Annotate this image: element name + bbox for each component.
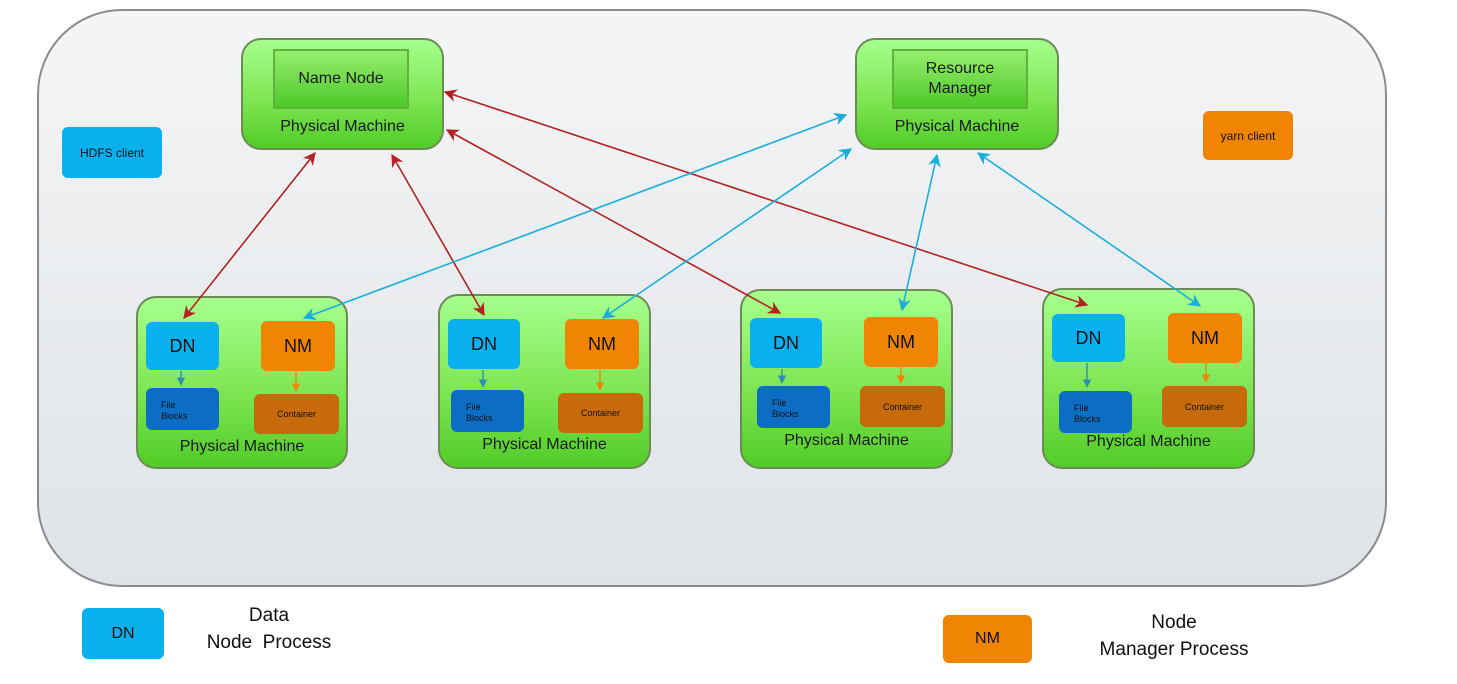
worker-machine-label: Physical Machine xyxy=(482,436,607,453)
file-blocks-label: File Blocks xyxy=(772,398,799,419)
rm-nm1-link xyxy=(302,113,848,320)
legend-dn-swatch-label: DN xyxy=(111,624,135,642)
legend-dn-description: Data Node Process xyxy=(206,605,332,653)
dn-label: DN xyxy=(773,332,799,353)
container[interactable]: Container xyxy=(254,394,339,434)
namenode-dn4-link xyxy=(443,89,1089,308)
worker-machine-2[interactable]: DN NM File Blocks Container Physical Mac… xyxy=(438,294,651,469)
file-blocks[interactable]: File Blocks xyxy=(146,388,219,430)
file-blocks-label: File Blocks xyxy=(161,400,188,421)
node-manager-process[interactable]: NM xyxy=(1168,313,1242,363)
file-blocks[interactable]: File Blocks xyxy=(757,386,830,428)
worker-machine-label: Physical Machine xyxy=(1086,433,1211,450)
rm-nm4-link xyxy=(976,152,1202,307)
legend-nm-swatch-label: NM xyxy=(975,630,1000,647)
yarn-client-label: yarn client xyxy=(1220,128,1276,143)
data-node-process[interactable]: DN xyxy=(1052,314,1125,362)
file-blocks-label: File Blocks xyxy=(1074,403,1101,424)
data-node-process[interactable]: DN xyxy=(146,322,219,370)
container[interactable]: Container xyxy=(1162,386,1247,427)
worker-machine-label: Physical Machine xyxy=(784,432,909,449)
container-label: Container xyxy=(1184,401,1225,412)
namenode-dn1-link xyxy=(183,151,316,320)
container[interactable]: Container xyxy=(860,386,945,427)
rm-nm3-link xyxy=(898,153,941,312)
container-label: Container xyxy=(580,408,621,418)
dn-label: DN xyxy=(471,333,497,354)
nm-label: NM xyxy=(284,335,312,356)
nm-label: NM xyxy=(1191,327,1219,348)
name-node-process: Name Node xyxy=(273,49,409,109)
dn-label: DN xyxy=(169,335,196,356)
data-node-process[interactable]: DN xyxy=(448,319,520,369)
worker-machine-4[interactable]: DN NM File Blocks Container Physical Mac… xyxy=(1042,288,1255,469)
yarn-client[interactable]: yarn client xyxy=(1203,111,1293,160)
nm-label: NM xyxy=(588,333,616,354)
name-node-label: Name Node xyxy=(298,70,384,87)
namenode-dn2-link xyxy=(391,153,485,317)
file-blocks[interactable]: File Blocks xyxy=(451,390,524,432)
hdfs-client[interactable]: HDFS client xyxy=(62,127,162,178)
node-manager-process[interactable]: NM xyxy=(261,321,335,371)
legend-dn-swatch: DN xyxy=(82,608,164,659)
nm-label: NM xyxy=(887,331,915,352)
data-node-process[interactable]: DN xyxy=(750,318,822,368)
namenode-dn3-link xyxy=(445,129,782,314)
dn-label: DN xyxy=(1075,327,1102,348)
worker-machine-label: Physical Machine xyxy=(179,438,305,455)
container[interactable]: Container xyxy=(558,393,643,433)
file-blocks[interactable]: File Blocks xyxy=(1059,391,1132,433)
node-manager-process[interactable]: NM xyxy=(565,319,639,369)
legend-nm-description: Node Manager Process xyxy=(1099,612,1249,660)
container-label: Container xyxy=(882,401,923,412)
rm-nm2-link xyxy=(601,148,853,319)
legend-nm-swatch: NM xyxy=(943,615,1032,663)
container-label: Container xyxy=(276,409,317,419)
hdfs-client-label: HDFS client xyxy=(79,145,144,160)
file-blocks-label: File Blocks xyxy=(466,402,493,423)
worker-machine-1[interactable]: DN NM File Blocks Container Physical Mac… xyxy=(136,296,348,469)
node-manager-process[interactable]: NM xyxy=(864,317,938,367)
